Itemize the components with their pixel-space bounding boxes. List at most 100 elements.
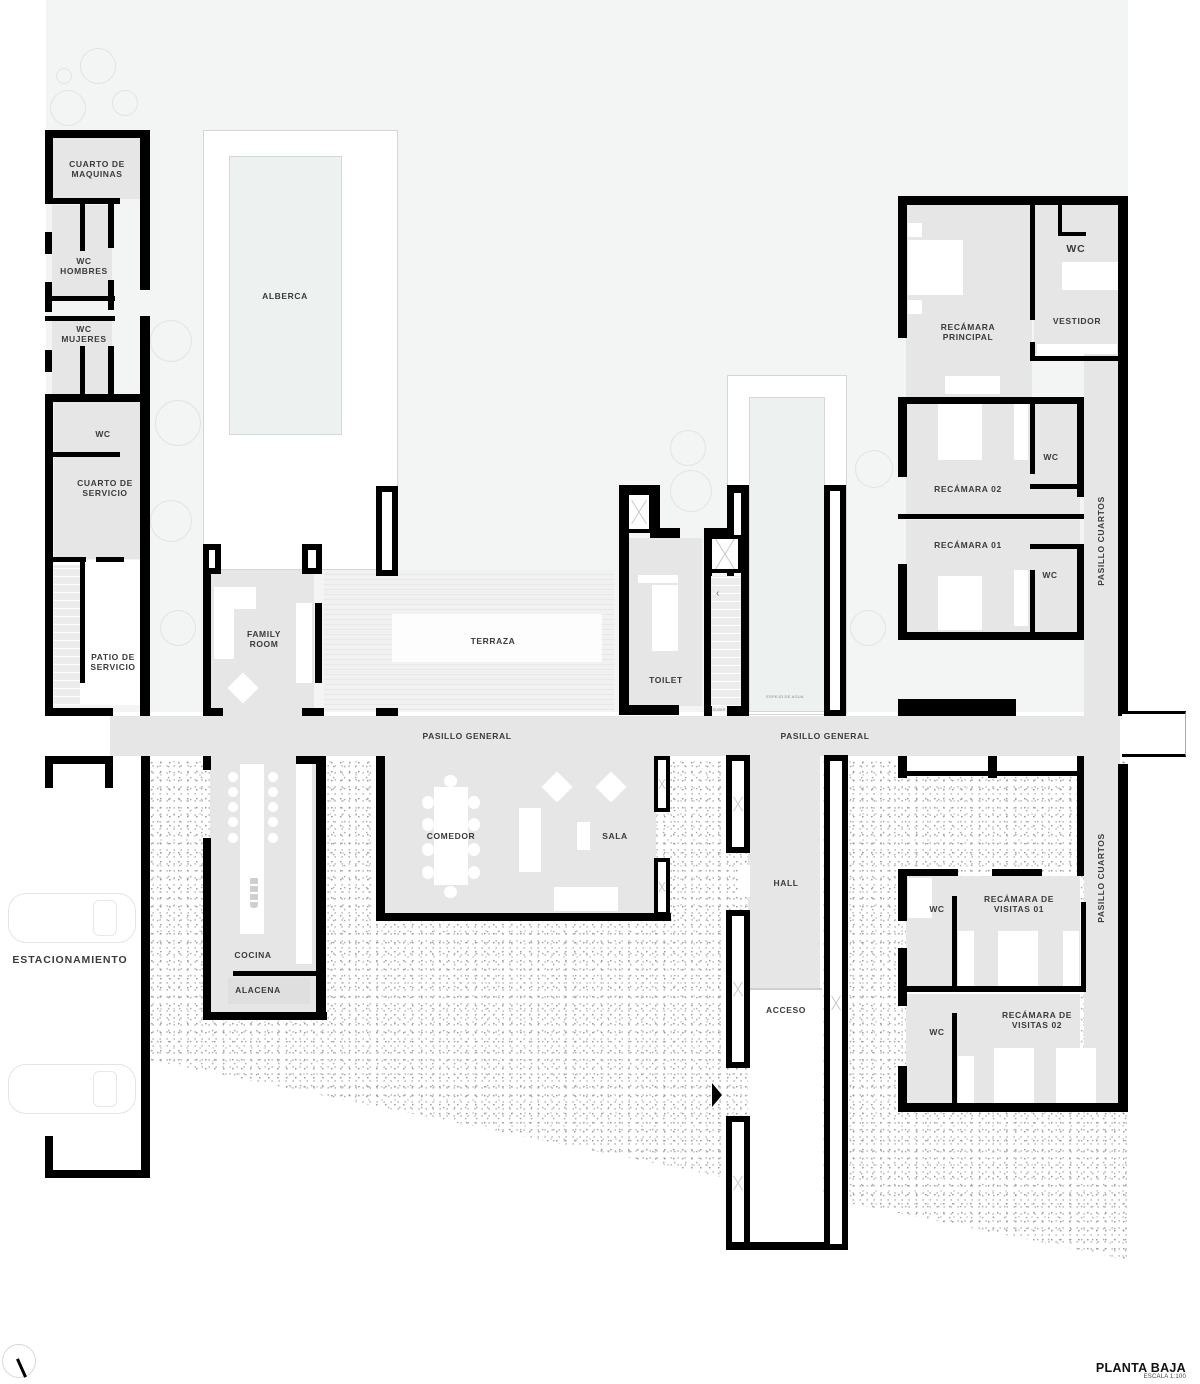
sofa [519, 808, 541, 872]
window-panel [654, 858, 670, 916]
wall [1058, 204, 1062, 236]
room-cuarto-servicio [54, 402, 140, 559]
wall [80, 346, 85, 394]
dining-chair [422, 866, 434, 879]
wall [376, 708, 398, 716]
dining-table [434, 787, 468, 885]
wall [992, 869, 1042, 876]
tree-icon [160, 610, 196, 646]
wall [1077, 544, 1084, 640]
wall [898, 1103, 1128, 1112]
dining-chair [422, 818, 434, 831]
bar-stool [228, 787, 238, 797]
wall [45, 316, 115, 321]
room-label-comedor: COMEDOR [426, 831, 476, 841]
wall [988, 756, 997, 778]
window-panel [654, 756, 670, 812]
wall [898, 869, 958, 876]
bed [1056, 1048, 1096, 1104]
bar-stool [228, 802, 238, 812]
wall-pier [203, 544, 221, 574]
room-label-recamara-01: RECÁMARA 01 [934, 540, 1002, 550]
wall [45, 350, 52, 372]
room-label-recamara-visitas-01: RECÁMARA DE VISITAS 01 [983, 894, 1055, 914]
room-label-sala: SALA [602, 831, 628, 841]
bar-stool [268, 787, 278, 797]
room-label-wc-principal: WC [1066, 243, 1086, 255]
vanity [638, 575, 678, 583]
wall [1077, 756, 1084, 876]
bar-stool [268, 802, 278, 812]
stairs[interactable] [711, 576, 741, 706]
wall [140, 130, 150, 290]
room-label-hall: HALL [773, 878, 799, 888]
wall [1030, 570, 1035, 634]
wall [80, 203, 85, 251]
wall [1081, 902, 1086, 990]
wall [45, 296, 115, 301]
wall [45, 708, 113, 716]
room-label-cocina: COCINA [234, 950, 272, 960]
wall [650, 485, 660, 533]
wall [1058, 232, 1086, 236]
wall [619, 705, 679, 715]
room-label-recamara-principal: RECÁMARA PRINCIPAL [940, 322, 996, 342]
wall [898, 771, 1078, 776]
tree-icon [80, 48, 116, 84]
wall [316, 756, 326, 1020]
wall [650, 528, 680, 538]
tree-icon [150, 500, 192, 542]
wall [619, 485, 629, 715]
wall [1030, 400, 1035, 474]
wall [45, 1170, 150, 1178]
wall [376, 756, 385, 920]
wardrobe [1014, 570, 1028, 626]
wall [704, 528, 734, 536]
wall [1118, 764, 1128, 1109]
tv-console [296, 603, 312, 683]
wardrobe [1014, 404, 1028, 460]
wall [203, 1012, 327, 1020]
wall [898, 1066, 907, 1110]
tree-icon [150, 320, 192, 362]
wall [108, 280, 114, 310]
wall [45, 394, 53, 714]
entry-arrow-icon[interactable] [712, 1083, 722, 1107]
wall [898, 196, 907, 338]
wall [50, 452, 120, 457]
bar-stool [228, 833, 238, 843]
room-label-pasillo-general-left: PASILLO GENERAL [422, 731, 512, 741]
room-label-alacena: ALACENA [235, 985, 281, 995]
wall [898, 397, 907, 477]
wall [45, 130, 150, 138]
outdoor-table [392, 614, 602, 662]
room-label-recamara-02: RECÁMARA 02 [934, 484, 1002, 494]
shaft [708, 535, 742, 573]
drawing-title: PLANTA BAJA [1095, 1361, 1186, 1375]
room-cuarto-maquinas [52, 137, 140, 199]
wall [898, 756, 907, 778]
room-label-pasillo-cuartos-upper: PASILLO CUARTOS [1096, 496, 1106, 586]
wall [1030, 342, 1035, 360]
desk [945, 376, 1000, 394]
wall [898, 632, 1084, 640]
wall [952, 896, 957, 988]
wall [233, 971, 319, 976]
room-label-cuarto-servicio: CUARTO DE SERVICIO [77, 478, 133, 498]
room-label-cuarto-maquinas: CUARTO DE MAQUINAS [69, 159, 125, 179]
wall [1030, 484, 1084, 489]
console [738, 865, 750, 897]
kitchen-island [240, 764, 264, 934]
wc-fixture [908, 878, 932, 918]
wall [1030, 204, 1035, 320]
reflecting-pool [749, 397, 825, 712]
wall [45, 232, 52, 254]
east-entrance-bridge[interactable] [1122, 711, 1186, 757]
bar-stool [268, 833, 278, 843]
service-stairs[interactable] [54, 565, 80, 705]
tree-icon [850, 610, 886, 646]
room-label-family-room: FAMILY ROOM [247, 629, 281, 649]
room-alacena [228, 978, 310, 1004]
title-block: PLANTA BAJA ESCALA 1:100 [1096, 1362, 1186, 1380]
wall [619, 485, 660, 495]
